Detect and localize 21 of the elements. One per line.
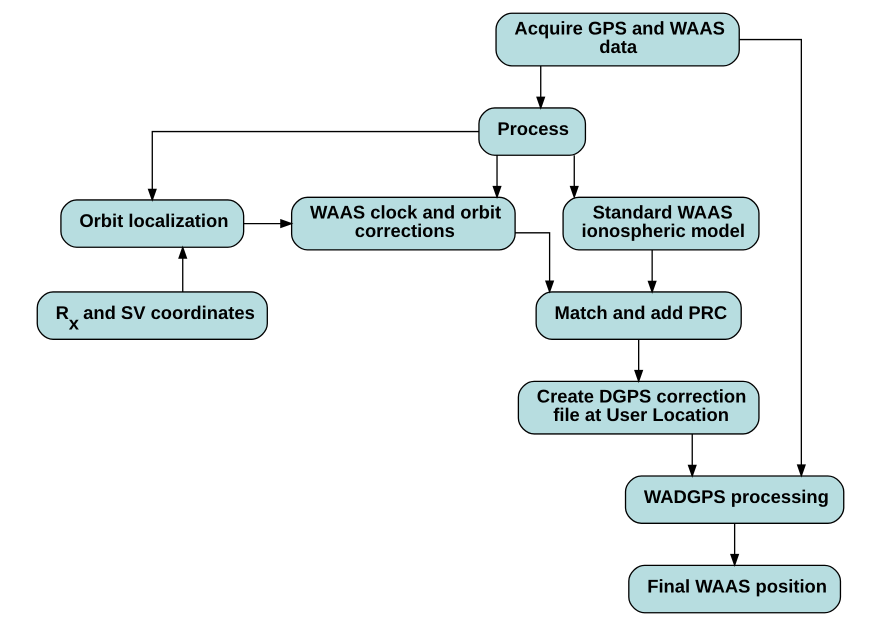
arrow [515, 232, 554, 294]
arrow [148, 130, 479, 202]
arrow [178, 246, 188, 292]
arrow [634, 339, 644, 384]
node-box: Create DGPS correction file at User Location [518, 380, 760, 435]
node-box: Acquire GPS and WAAS data [495, 12, 740, 67]
node-box: Process [478, 107, 586, 156]
node-box: Standard WAAS ionospheric model [562, 196, 760, 251]
arrow [730, 524, 740, 568]
node-box: WADGPS processing [624, 475, 844, 524]
arrow [492, 155, 502, 200]
arrow [740, 38, 806, 478]
node-box: Orbit localization [60, 199, 244, 248]
arrow [244, 219, 294, 228]
arrow [688, 434, 697, 478]
arrow [570, 155, 579, 200]
arrow [536, 66, 546, 110]
node-box: Final WAAS position [628, 564, 842, 614]
node-box: WAAS clock and orbit corrections [290, 196, 516, 251]
node-box: Match and add PRC [535, 291, 742, 340]
arrow [648, 250, 657, 294]
